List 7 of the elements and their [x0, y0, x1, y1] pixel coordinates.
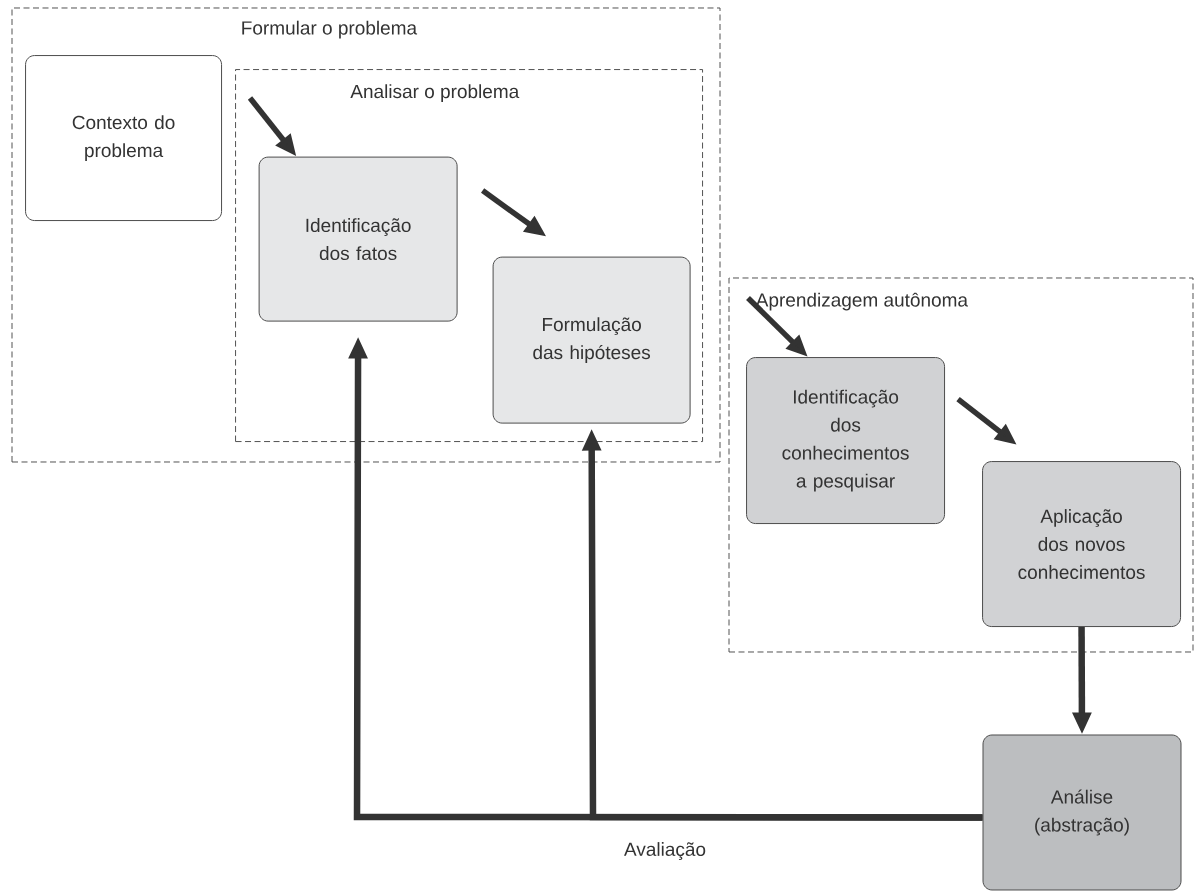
process-box: Identificação dos fatos: [258, 156, 458, 322]
process-box: Contexto do problema: [25, 55, 223, 222]
process-box: Análise (abstração): [982, 734, 1182, 891]
process-box: Aplicação dos novos conhecimentos: [982, 461, 1182, 628]
process-box: Formulação das hipóteses: [492, 256, 691, 424]
process-box: Identificação dos conhecimentos a pesquisar: [746, 357, 946, 525]
edge-label: Avaliação: [622, 840, 709, 862]
